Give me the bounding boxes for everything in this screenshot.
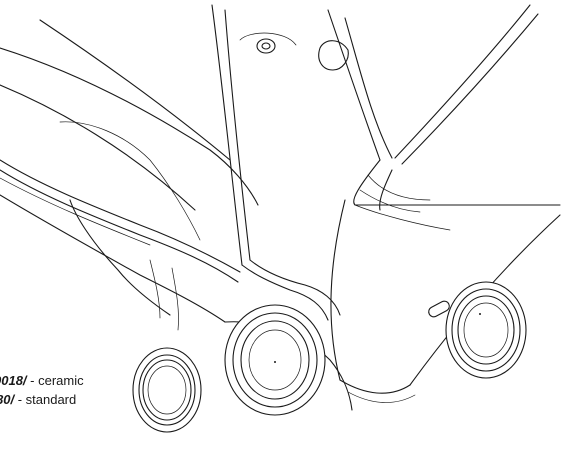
callout-ceramic: 9018/ - ceramic — [0, 371, 84, 390]
callout-desc: standard — [25, 392, 77, 407]
down-tube — [0, 19, 259, 241]
bearing-right — [445, 281, 527, 379]
callout-separator: - — [26, 373, 39, 388]
chainstay-right — [330, 159, 561, 386]
callout-code: 80/ — [0, 392, 15, 407]
chainstay-left — [0, 159, 241, 331]
callout-code: 9018/ — [0, 373, 27, 388]
callout-standard: 80/ - standard — [0, 390, 86, 409]
bearing-callouts: 9018/ - ceramic 80/ - standard — [0, 371, 90, 409]
bearing-left-exploded — [132, 347, 202, 433]
callout-desc: ceramic — [38, 373, 84, 388]
bearing-left-front — [224, 304, 326, 416]
seatstay — [394, 4, 539, 165]
callout-separator: - — [14, 392, 26, 407]
seat-tube — [211, 4, 393, 266]
